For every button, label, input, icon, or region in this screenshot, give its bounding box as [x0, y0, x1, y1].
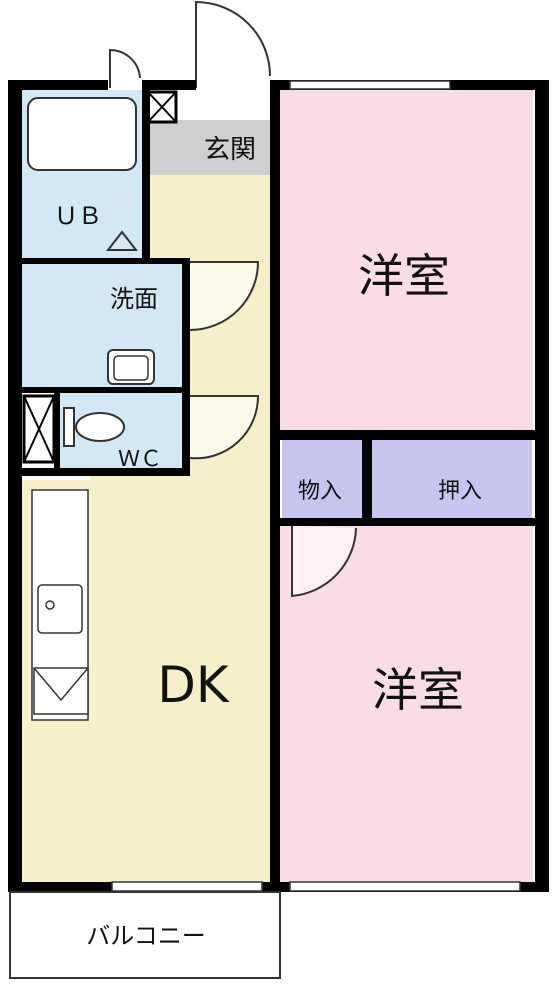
sink-basin [107, 349, 155, 385]
fridge-space [33, 667, 89, 715]
balcony-outline [9, 891, 281, 979]
dk-label: DK [157, 656, 230, 714]
fridge-mark [33, 667, 89, 702]
youshitsu-top-label: 洋室 [358, 249, 450, 303]
toilet-bowl [75, 412, 125, 442]
oshiire-label: 押入 [438, 479, 482, 504]
monoire-door [291, 526, 357, 598]
ub-label: ＵＢ [54, 202, 102, 230]
genkan-label: 玄関 [204, 135, 256, 165]
senmen-fill [22, 262, 185, 387]
balcony-label: バルコニー [86, 922, 206, 950]
youshitsu-bottom-label: 洋室 [372, 663, 464, 717]
youshitsu-top-fill [278, 88, 533, 433]
pipe-shaft-top-x [147, 91, 177, 123]
ub-door-marker [105, 230, 139, 251]
senmen-label: 洗面 [110, 285, 158, 313]
monoire-label: 物入 [298, 479, 342, 504]
senmen-door [189, 261, 260, 331]
kitchen-sink [37, 584, 83, 634]
walls [8, 80, 549, 892]
side-door [109, 48, 141, 88]
genkan-fill [150, 120, 275, 175]
monoire-fill [282, 438, 362, 520]
sink-basin-inner [113, 355, 149, 381]
wc-door [189, 395, 260, 460]
pipe-shaft-left-x [23, 395, 55, 463]
toilet-tank [63, 407, 75, 447]
entry-door [195, 0, 271, 88]
kitchen-drain [45, 600, 55, 610]
wc-label: ＷＣ [118, 447, 162, 472]
oshiire-fill [372, 438, 532, 520]
bathtub [27, 97, 137, 171]
